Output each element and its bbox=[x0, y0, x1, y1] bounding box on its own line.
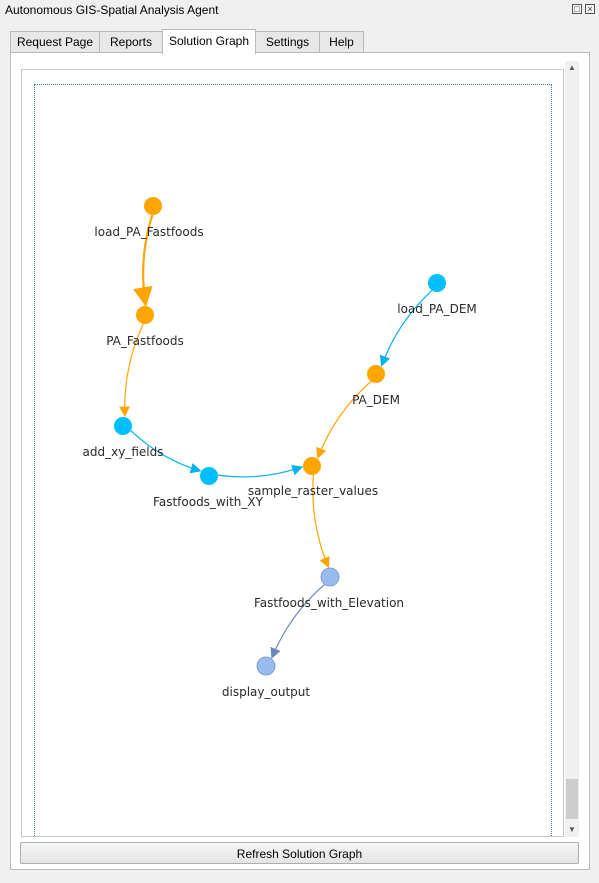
graph-node-sample_raster_values[interactable] bbox=[303, 457, 321, 475]
float-icon[interactable]: □ bbox=[572, 4, 582, 14]
graph-edge-PA_DEM-to-sample_raster_values bbox=[316, 380, 372, 459]
tab-label: Reports bbox=[109, 35, 153, 49]
graph-node-label: sample_raster_values bbox=[248, 484, 378, 498]
tab-reports[interactable]: Reports bbox=[99, 31, 163, 53]
window-title: Autonomous GIS-Spatial Analysis Agent bbox=[5, 3, 219, 17]
tab-solution-graph[interactable]: Solution Graph bbox=[162, 29, 256, 54]
graph-edge-Fastfoods_with_Elevation-to-display_output bbox=[270, 583, 326, 659]
scroll-down-icon[interactable]: ▼ bbox=[568, 825, 576, 834]
graph-edge-add_xy_fields-to-Fastfoods_with_XY bbox=[130, 430, 202, 474]
graph-node-load_PA_Fastfoods[interactable] bbox=[144, 197, 162, 215]
graph-node-label: load_PA_DEM bbox=[397, 302, 477, 316]
tab-label: Settings bbox=[265, 35, 310, 49]
graph-node-label: PA_Fastfoods bbox=[106, 334, 184, 348]
graph-node-load_PA_DEM[interactable] bbox=[428, 274, 446, 292]
graph-edge-load_PA_DEM-to-PA_DEM bbox=[379, 290, 433, 367]
graph-node-Fastfoods_with_XY[interactable] bbox=[200, 467, 218, 485]
vertical-scrollbar[interactable]: ▲ ▼ bbox=[565, 61, 579, 837]
tab-label: Help bbox=[329, 35, 354, 49]
graph-node-label: Fastfoods_with_XY bbox=[153, 495, 264, 509]
graph-node-Fastfoods_with_Elevation[interactable] bbox=[320, 567, 340, 587]
scroll-up-icon[interactable]: ▲ bbox=[568, 63, 576, 72]
graph-node-label: load_PA_Fastfoods bbox=[94, 225, 203, 239]
graph-node-PA_DEM[interactable] bbox=[367, 365, 385, 383]
graph-node-PA_Fastfoods[interactable] bbox=[136, 306, 154, 324]
graph-edge-Fastfoods_with_XY-to-sample_raster_values bbox=[217, 465, 304, 478]
tab-help[interactable]: Help bbox=[319, 31, 364, 53]
graph-edge-sample_raster_values-to-Fastfoods_with_Elevation bbox=[312, 474, 330, 569]
title-bar: Autonomous GIS-Spatial Analysis Agent □ … bbox=[0, 0, 599, 22]
graph-node-display_output[interactable] bbox=[256, 656, 276, 676]
graph-node-label: display_output bbox=[222, 685, 310, 699]
tab-request-page[interactable]: Request Page bbox=[10, 31, 100, 53]
scroll-thumb[interactable] bbox=[566, 779, 578, 819]
graph-node-label: PA_DEM bbox=[352, 393, 400, 407]
close-icon[interactable]: × bbox=[585, 4, 595, 14]
tab-label: Solution Graph bbox=[168, 34, 250, 48]
graph-scene-frame bbox=[34, 84, 552, 836]
graph-edge-PA_Fastfoods-to-add_xy_fields bbox=[119, 323, 144, 418]
graph-node-add_xy_fields[interactable] bbox=[114, 417, 132, 435]
graph-node-label: add_xy_fields bbox=[83, 445, 164, 459]
refresh-solution-graph-button[interactable]: Refresh Solution Graph bbox=[20, 842, 579, 864]
tab-settings[interactable]: Settings bbox=[255, 31, 320, 53]
tab-label: Request Page bbox=[16, 35, 94, 49]
graph-edge-load_PA_Fastfoods-to-PA_Fastfoods bbox=[133, 214, 154, 307]
graph-node-label: Fastfoods_with_Elevation bbox=[254, 596, 404, 610]
